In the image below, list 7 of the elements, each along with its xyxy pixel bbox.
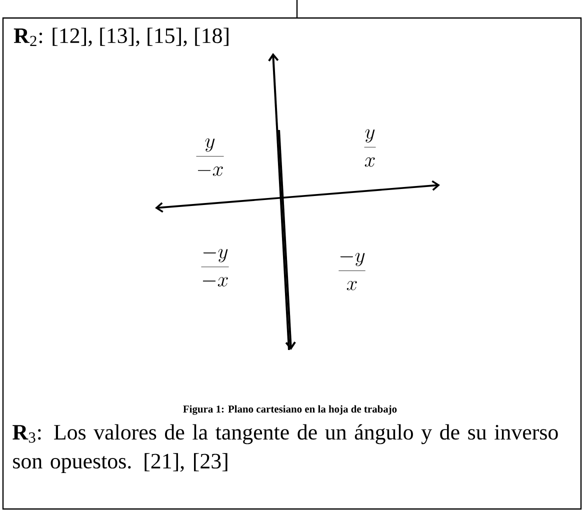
figure-caption: Figura 1: Plano cartesiano en la hoja de trabajo: [183, 405, 397, 415]
result-text: R$_{2}$: [12], [13], [15], [18]: [14, 28, 228, 46]
result-text: R$_{3}$: Los valores de la tangente de un ángulo y de su inverso son opuestos. [21], [23]: [12, 424, 558, 473]
fraction-label: $\frac{-y}{x}$: [338, 252, 366, 290]
fraction-label: $\frac{-y}{-x}$: [201, 248, 229, 286]
fraction-label: $\frac{y}{x}$: [364, 129, 376, 167]
fraction-label: $\frac{y}{-x}$: [196, 138, 224, 176]
